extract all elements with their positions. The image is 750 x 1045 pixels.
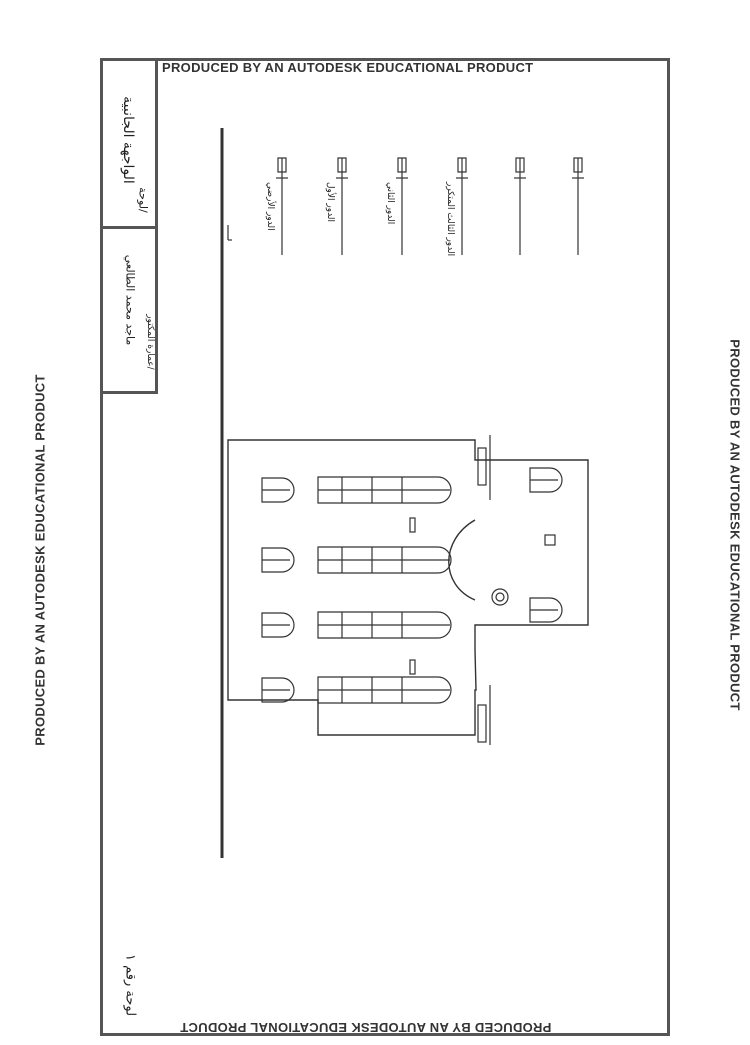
round-ornament (491, 588, 509, 606)
watermark-top: PRODUCED BY AN AUTODESK EDUCATIONAL PROD… (162, 60, 534, 75)
tall-arched-window (317, 676, 452, 704)
building-outline (227, 439, 589, 736)
tall-arched-window (317, 611, 452, 639)
level-label: الدور الثالث المتكرر (445, 181, 455, 256)
square-vent (544, 534, 556, 546)
arched-window (261, 677, 295, 703)
central-bay-curve (448, 519, 476, 601)
level-labels: الدور الأرضي الدور الأول الدور الثاني الدور… (265, 181, 455, 256)
level-marker (515, 157, 525, 173)
arched-window (261, 612, 295, 638)
vent-detail (409, 659, 416, 675)
windows-group (261, 467, 563, 704)
arched-window (261, 547, 295, 573)
balcony-railing (477, 447, 487, 486)
level-marker (337, 157, 347, 173)
level-lines (281, 158, 579, 255)
vent-detail (409, 517, 416, 533)
tall-arched-window (317, 546, 452, 574)
balcony-railing (477, 704, 487, 743)
level-label: الدور الأرضي (265, 182, 277, 231)
arched-window (261, 477, 295, 503)
upper-arched-window (529, 597, 563, 623)
upper-arched-window (529, 467, 563, 493)
level-marker (397, 157, 407, 173)
level-label: الدور الثاني (385, 182, 395, 224)
level-label: الدور الأول (325, 182, 337, 222)
title-block-divider (100, 226, 158, 229)
level-marker (277, 157, 287, 173)
drawing-sheet-border (100, 58, 670, 1036)
level-markers (227, 157, 584, 241)
round-ornament-inner (495, 592, 505, 602)
level-marker (457, 157, 467, 173)
level-marker (573, 157, 583, 173)
tall-arched-window (317, 476, 452, 504)
